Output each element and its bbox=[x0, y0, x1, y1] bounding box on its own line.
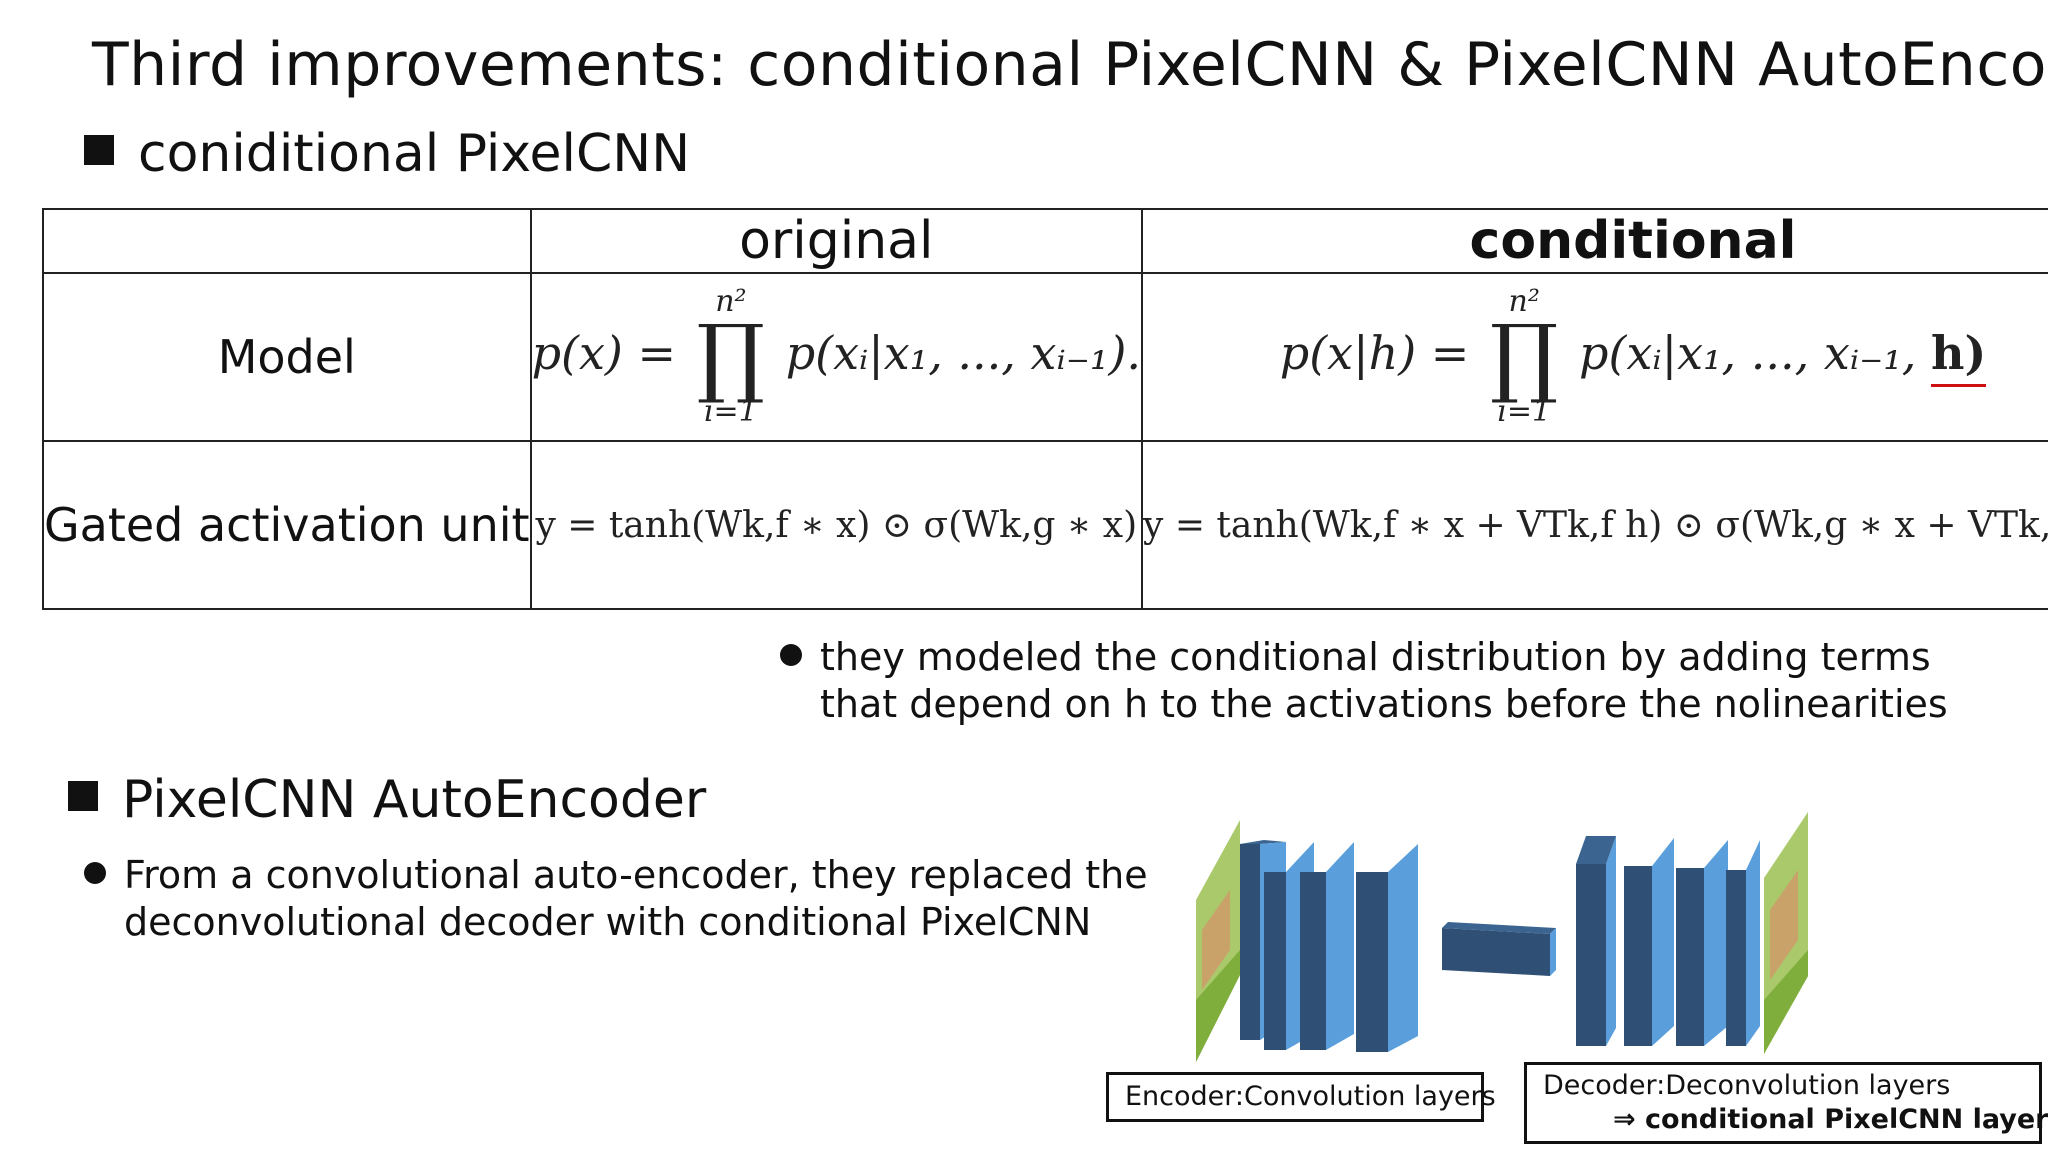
formula-model-conditional: p(x|h) = n² ∏ i=1 p(xᵢ|x₁, ..., xᵢ₋₁, h) bbox=[1141, 272, 2048, 442]
product-operator: n² ∏ i=1 bbox=[1490, 287, 1558, 427]
decoder-label-box: Decoder:Deconvolution layers ⇒ condition… bbox=[1524, 1062, 2048, 1144]
encoder-label-box: Encoder:Convolution layers bbox=[1106, 1072, 1496, 1122]
section-heading-conditional-text: coniditional PixelCNN bbox=[138, 124, 691, 184]
formula-rhs: p(xᵢ|x₁, ..., xᵢ₋₁, bbox=[1579, 326, 1917, 380]
autoencoder-bullet: From a convolutional auto-encoder, they … bbox=[84, 852, 1148, 946]
square-bullet-icon bbox=[68, 781, 98, 811]
square-bullet-icon bbox=[84, 135, 114, 165]
input-image bbox=[1196, 820, 1240, 1062]
row-label-model: Model bbox=[42, 272, 532, 442]
header-conditional: conditional bbox=[1141, 208, 2048, 274]
decoder-label-line-2: ⇒ conditional PixelCNN layers bbox=[1613, 1104, 2048, 1135]
bullet-dot-icon bbox=[780, 644, 802, 666]
output-image bbox=[1764, 812, 1808, 1054]
formula-gated-conditional: y = tanh(Wk,f ∗ x + VTk,f h) ⊙ σ(Wk,g ∗ … bbox=[1141, 440, 2048, 610]
note-line-2: that depend on h to the activations befo… bbox=[820, 682, 1948, 726]
encoder-label: Encoder:Convolution layers bbox=[1125, 1081, 1496, 1112]
formula-rhs: p(xᵢ|x₁, ..., xᵢ₋₁). bbox=[785, 326, 1142, 380]
decoder-label-line-1: Decoder:Deconvolution layers bbox=[1543, 1070, 1951, 1101]
product-upper-limit: n² bbox=[1508, 284, 1540, 319]
conditional-note: they modeled the conditional distributio… bbox=[780, 634, 1948, 728]
note-line-1: they modeled the conditional distributio… bbox=[820, 635, 1931, 679]
section-heading-autoencoder: PixelCNN AutoEncoder bbox=[68, 770, 706, 830]
section-heading-autoencoder-text: PixelCNN AutoEncoder bbox=[122, 770, 707, 830]
product-symbol-icon: ∏ bbox=[696, 307, 766, 407]
encoder-layers bbox=[1240, 840, 1418, 1052]
autoencoder-diagram bbox=[1196, 812, 1808, 1062]
product-upper-limit: n² bbox=[715, 284, 747, 319]
formula-model-original: p(x) = n² ∏ i=1 p(xᵢ|x₁, ..., xᵢ₋₁). bbox=[529, 272, 1144, 442]
autoencoder-line-1: From a convolutional auto-encoder, they … bbox=[124, 853, 1148, 897]
section-heading-conditional: coniditional PixelCNN bbox=[84, 124, 690, 184]
gated-original-text: y = tanh(Wk,f ∗ x) ⊙ σ(Wk,g ∗ x) bbox=[535, 504, 1138, 546]
decoder-layers bbox=[1576, 836, 1760, 1046]
product-lower-limit: i=1 bbox=[703, 394, 758, 429]
autoencoder-line-2: deconvolutional decoder with conditional… bbox=[124, 900, 1092, 944]
comparison-table: original conditional Model p(x) = n² ∏ i… bbox=[42, 208, 2048, 610]
product-operator: n² ∏ i=1 bbox=[697, 287, 765, 427]
row-label-gated: Gated activation unit bbox=[42, 440, 532, 610]
highlighted-h-term: h) bbox=[1931, 326, 1987, 387]
header-original: original bbox=[529, 208, 1144, 274]
formula-lhs: p(x) = bbox=[531, 326, 677, 380]
bullet-dot-icon bbox=[84, 862, 106, 884]
formula-lhs: p(x|h) = bbox=[1279, 326, 1470, 380]
product-symbol-icon: ∏ bbox=[1489, 307, 1559, 407]
formula-gated-original: y = tanh(Wk,f ∗ x) ⊙ σ(Wk,g ∗ x) bbox=[529, 440, 1144, 610]
table-corner-cell bbox=[42, 208, 532, 274]
product-lower-limit: i=1 bbox=[1497, 394, 1552, 429]
bottleneck-layer bbox=[1442, 922, 1556, 976]
slide-title: Third improvements: conditional PixelCNN… bbox=[92, 30, 2048, 100]
gated-conditional-text: y = tanh(Wk,f ∗ x + VTk,f h) ⊙ σ(Wk,g ∗ … bbox=[1143, 504, 2048, 546]
